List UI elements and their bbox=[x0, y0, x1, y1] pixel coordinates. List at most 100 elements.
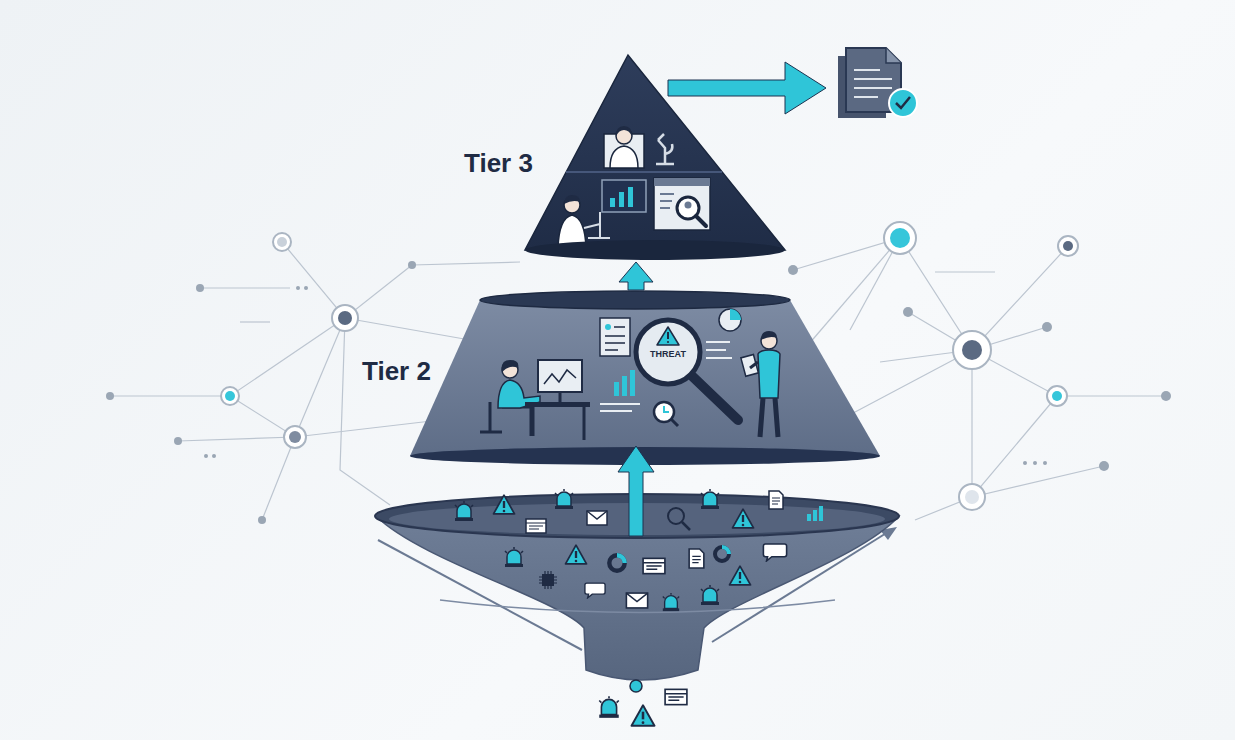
report-arrow bbox=[668, 62, 826, 114]
band-top bbox=[480, 291, 790, 309]
microscope-icon bbox=[656, 134, 674, 164]
pyramid-base bbox=[525, 240, 785, 260]
network-node-core bbox=[289, 431, 301, 443]
analyst-arm bbox=[750, 362, 758, 368]
window-icon bbox=[643, 558, 665, 573]
network-dot bbox=[1042, 322, 1052, 332]
network-dot bbox=[1033, 461, 1037, 465]
analyst-hair bbox=[761, 331, 777, 340]
network-dot bbox=[296, 286, 300, 290]
tier-label: Tier 2 bbox=[362, 356, 431, 387]
network-line bbox=[240, 321, 270, 322]
alert-icon bbox=[505, 547, 523, 567]
band-shape bbox=[410, 300, 880, 456]
report-document bbox=[838, 48, 917, 118]
network-dot bbox=[408, 261, 416, 269]
network-line bbox=[230, 396, 440, 437]
doc-icon bbox=[769, 491, 783, 509]
network-dot bbox=[788, 265, 798, 275]
alert-funnel bbox=[375, 489, 899, 726]
tier-band: Tier 2 bbox=[360, 290, 885, 466]
clipboard bbox=[741, 354, 758, 376]
network-node bbox=[221, 387, 239, 405]
inspect-person bbox=[685, 202, 692, 209]
office-desk bbox=[525, 402, 590, 407]
report-dot bbox=[605, 324, 611, 330]
spilled-dot bbox=[630, 680, 642, 692]
network-line bbox=[808, 238, 900, 345]
network-dot bbox=[304, 286, 308, 290]
network-line bbox=[412, 262, 520, 265]
band-base bbox=[410, 447, 880, 465]
monitor-stand bbox=[559, 392, 562, 402]
microscope-icon bbox=[584, 212, 610, 238]
alert-icon bbox=[701, 489, 719, 509]
warning-icon bbox=[730, 566, 751, 585]
tier-label: Tier 3 bbox=[464, 148, 533, 179]
clock-handle bbox=[671, 419, 678, 426]
scientist-hair bbox=[564, 195, 580, 204]
analyst-hair bbox=[616, 126, 632, 136]
report-icon bbox=[600, 318, 630, 356]
network-dot bbox=[196, 284, 204, 292]
band-outline bbox=[360, 290, 885, 466]
inspect-handle bbox=[696, 216, 706, 226]
worker-monitor bbox=[538, 360, 582, 392]
check-mark bbox=[896, 97, 910, 108]
network-node-core bbox=[962, 340, 982, 360]
report-lines bbox=[854, 70, 892, 97]
analyst-body bbox=[610, 146, 638, 168]
network-node-core bbox=[1052, 391, 1062, 401]
check-badge bbox=[889, 89, 917, 117]
network-line bbox=[262, 318, 345, 520]
donut-icon bbox=[609, 555, 624, 570]
mail-icon bbox=[626, 593, 647, 608]
chart-bar bbox=[630, 370, 635, 396]
network-line bbox=[972, 350, 1166, 396]
network-dot bbox=[106, 392, 114, 400]
network-lines bbox=[110, 238, 1166, 520]
desk-leg bbox=[583, 407, 586, 440]
network-node-core bbox=[1063, 241, 1073, 251]
funnel-rim bbox=[375, 494, 899, 538]
note-lines bbox=[706, 342, 732, 358]
monitor-icon bbox=[602, 180, 646, 212]
magnifier-handle bbox=[692, 376, 738, 420]
worker-legs bbox=[502, 406, 532, 436]
browser-lines bbox=[660, 194, 674, 208]
chart-icon bbox=[807, 506, 823, 521]
alert-icon bbox=[555, 489, 573, 509]
tier-pyramid: Tier 3 bbox=[460, 52, 790, 262]
network-line bbox=[840, 312, 972, 420]
network-line bbox=[793, 238, 1068, 350]
funnel-body bbox=[376, 516, 899, 680]
report-lines bbox=[600, 404, 640, 411]
threat-label: THREAT bbox=[640, 349, 696, 359]
alert-icon bbox=[455, 501, 473, 521]
analyst-legs bbox=[760, 398, 778, 437]
chat-icon bbox=[763, 544, 786, 561]
network-dot bbox=[1023, 461, 1027, 465]
warning-icon bbox=[566, 545, 587, 564]
search-icon bbox=[668, 508, 684, 524]
report-fold bbox=[886, 48, 901, 63]
escalation-arrow bbox=[618, 446, 654, 536]
report-lines bbox=[605, 327, 625, 350]
network-dot bbox=[1099, 461, 1109, 471]
network-node bbox=[332, 305, 358, 331]
network-dot bbox=[174, 437, 182, 445]
threat-warning-mark bbox=[667, 332, 669, 339]
network-node bbox=[959, 484, 985, 510]
network-dot bbox=[903, 307, 913, 317]
network-node bbox=[284, 426, 306, 448]
network-node bbox=[884, 222, 916, 254]
network-node bbox=[953, 331, 991, 369]
warning-icon bbox=[632, 705, 655, 725]
doc-icon bbox=[689, 549, 704, 568]
alert-icon bbox=[701, 585, 719, 605]
network-line bbox=[178, 437, 295, 441]
chart-bar bbox=[614, 382, 619, 396]
escalation-arrow bbox=[619, 262, 653, 290]
network-dot bbox=[1043, 461, 1047, 465]
